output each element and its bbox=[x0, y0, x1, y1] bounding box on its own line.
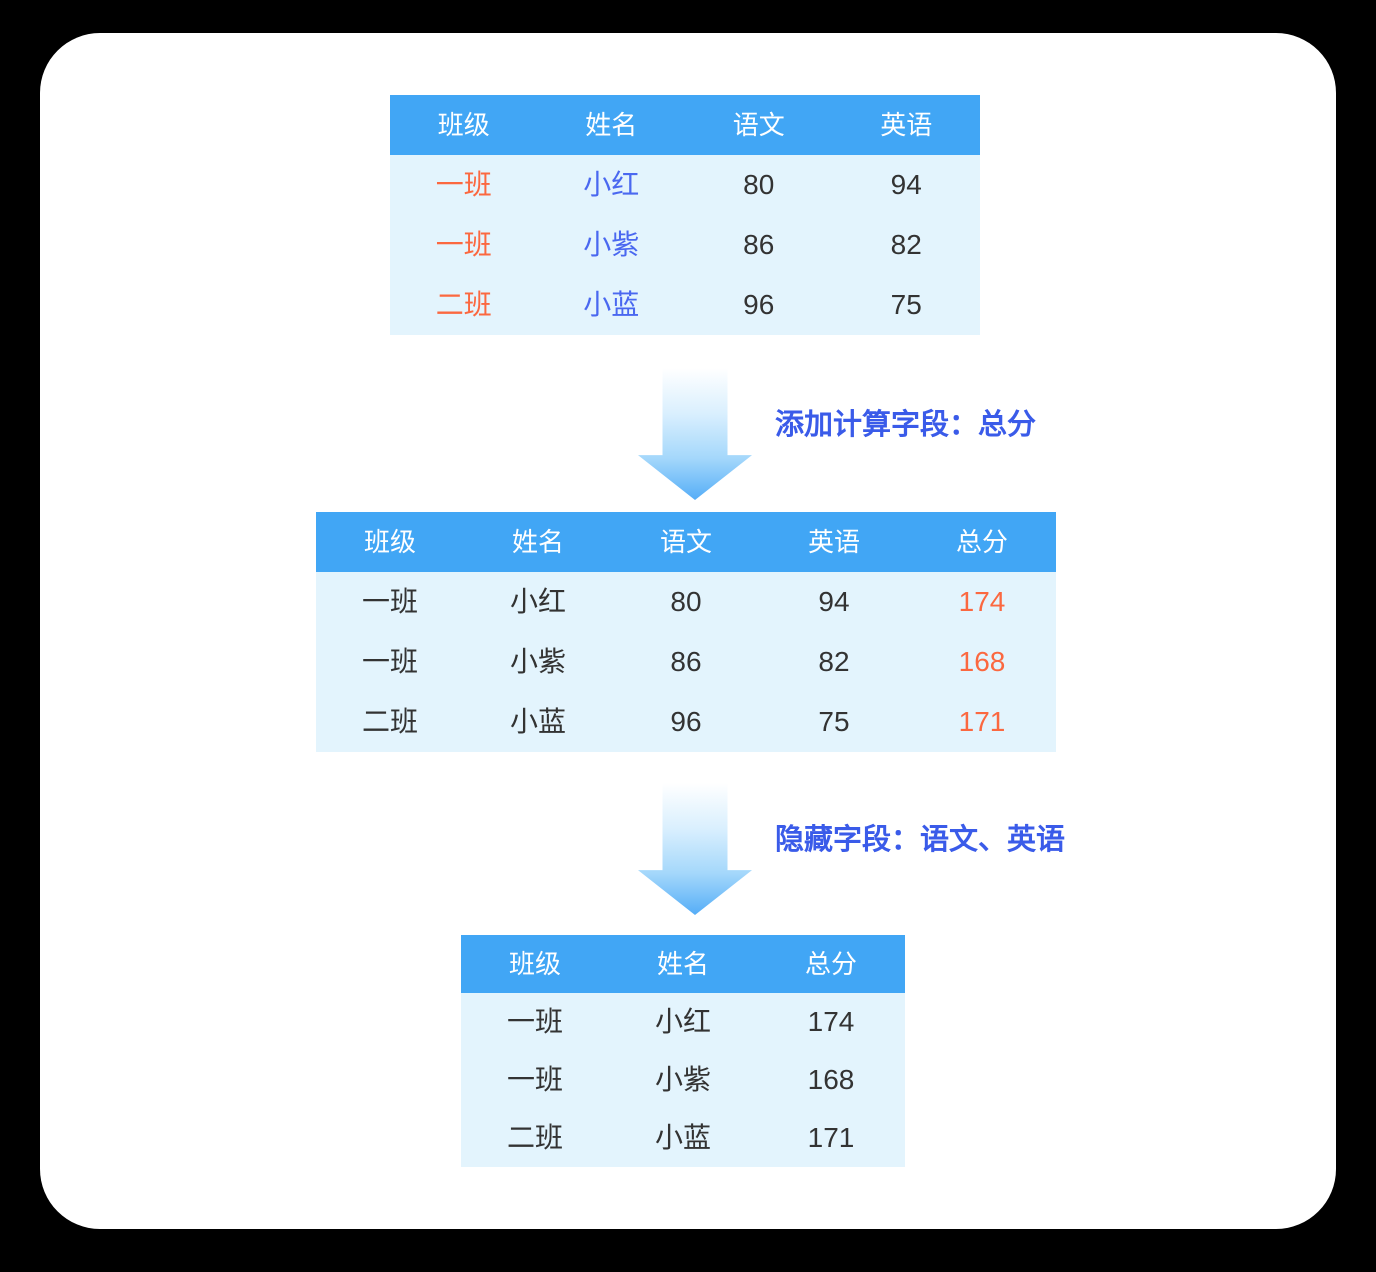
column-header: 总分 bbox=[908, 512, 1056, 572]
table-cell: 94 bbox=[818, 586, 850, 617]
table-cell: 小紫 bbox=[583, 229, 640, 260]
table-cell: 小蓝 bbox=[654, 1122, 711, 1153]
column-header: 英语 bbox=[760, 512, 908, 572]
down-arrow-icon bbox=[638, 783, 752, 915]
table-cell: 82 bbox=[818, 646, 850, 677]
table-cell: 一班 bbox=[435, 229, 492, 260]
table-cell: 二班 bbox=[361, 706, 418, 737]
column-header: 姓名 bbox=[609, 935, 757, 993]
table-cell: 小红 bbox=[654, 1006, 711, 1037]
column-header: 英语 bbox=[832, 95, 980, 155]
table-cell: 80 bbox=[743, 169, 775, 200]
table-cell: 一班 bbox=[506, 1006, 563, 1037]
table-cell: 75 bbox=[890, 289, 922, 320]
table-cell: 一班 bbox=[361, 586, 418, 617]
table-cell: 96 bbox=[743, 289, 775, 320]
column-header: 语文 bbox=[685, 95, 833, 155]
table-cell: 一班 bbox=[506, 1064, 563, 1095]
step-label-hide-fields: 隐藏字段：语文、英语 bbox=[775, 824, 1066, 856]
table-cell: 168 bbox=[958, 646, 1006, 677]
column-header: 班级 bbox=[390, 95, 538, 155]
table-cell: 82 bbox=[890, 229, 922, 260]
table-cell: 86 bbox=[743, 229, 775, 260]
table-cell: 174 bbox=[807, 1006, 855, 1037]
table-cell: 小紫 bbox=[654, 1064, 711, 1095]
table-cell: 171 bbox=[807, 1122, 855, 1153]
column-header: 总分 bbox=[757, 935, 905, 993]
table-cell: 171 bbox=[958, 706, 1006, 737]
column-header: 班级 bbox=[316, 512, 464, 572]
table-cell: 小蓝 bbox=[583, 289, 640, 320]
table-cell: 一班 bbox=[435, 169, 492, 200]
column-header: 班级 bbox=[461, 935, 609, 993]
table-cell: 一班 bbox=[361, 646, 418, 677]
step-label-add-calculated-field: 添加计算字段：总分 bbox=[775, 409, 1037, 441]
column-header: 语文 bbox=[612, 512, 760, 572]
table-cell: 96 bbox=[670, 706, 702, 737]
down-arrow-icon bbox=[638, 368, 752, 500]
table-cell: 二班 bbox=[435, 289, 492, 320]
table-cell: 86 bbox=[670, 646, 702, 677]
table-cell: 174 bbox=[958, 586, 1006, 617]
table-cell: 小紫 bbox=[509, 646, 566, 677]
table-cell: 168 bbox=[807, 1064, 855, 1095]
table-cell: 小蓝 bbox=[509, 706, 566, 737]
table-cell: 94 bbox=[890, 169, 922, 200]
column-header: 姓名 bbox=[464, 512, 612, 572]
table-cell: 80 bbox=[670, 586, 702, 617]
table-cell: 二班 bbox=[506, 1122, 563, 1153]
table-cell: 小红 bbox=[509, 586, 566, 617]
table-cell: 小红 bbox=[583, 169, 640, 200]
table-cell: 75 bbox=[818, 706, 850, 737]
column-header: 姓名 bbox=[537, 95, 685, 155]
